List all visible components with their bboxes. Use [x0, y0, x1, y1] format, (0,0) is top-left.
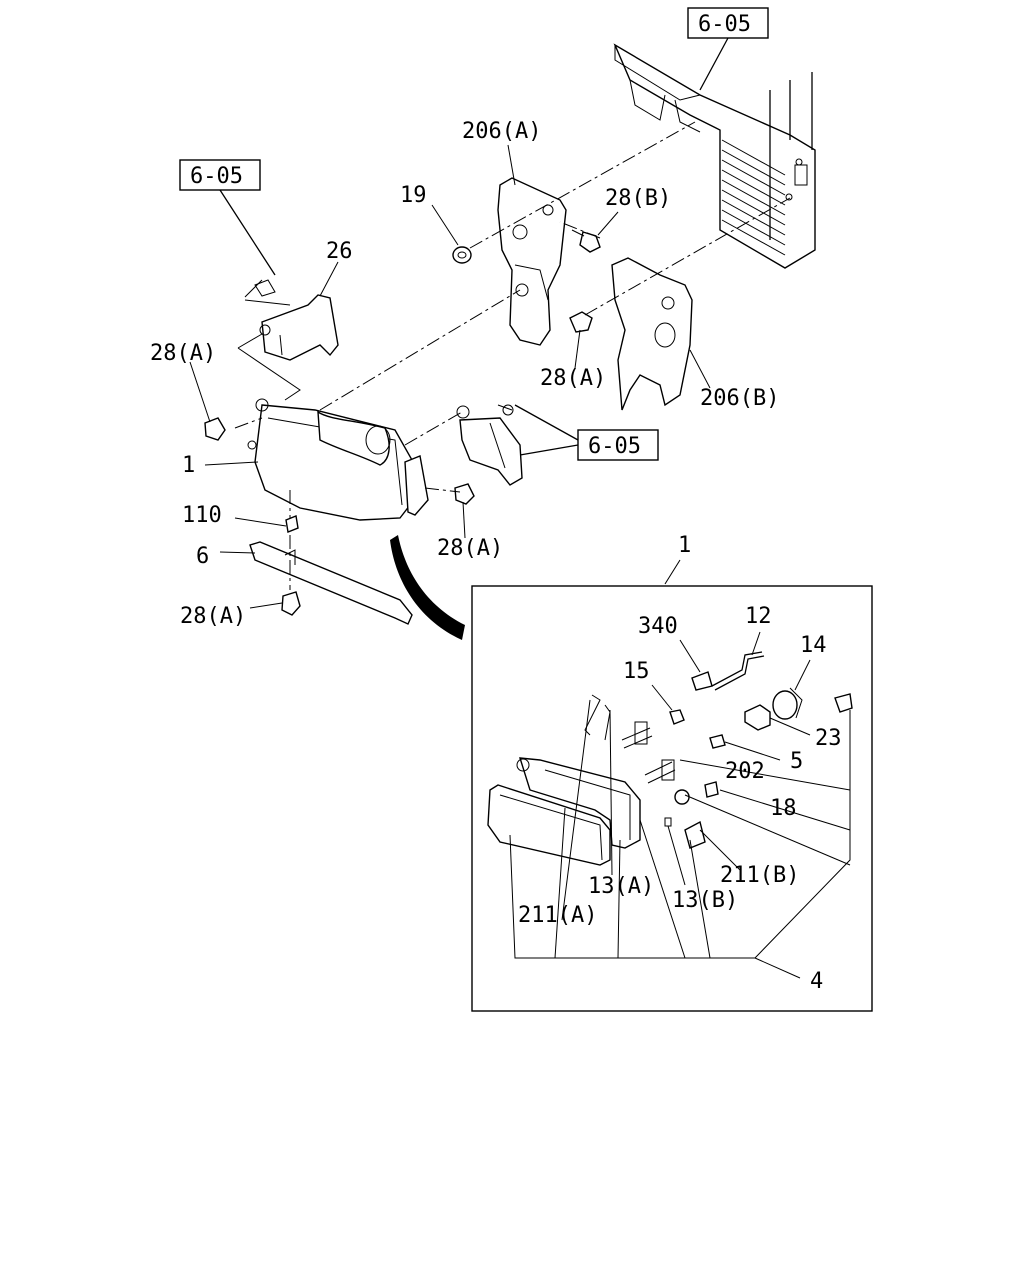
callout-28b: 28(B): [605, 186, 671, 211]
callout-211b: 211(B): [720, 863, 799, 888]
fog-lamp-assembly: [247, 398, 429, 521]
detail-wire-12: [711, 651, 765, 691]
callout-1-main: 1: [182, 453, 195, 478]
callout-5: 5: [790, 749, 803, 774]
callout-13b: 13(B): [672, 888, 738, 913]
svg-text:6-05: 6-05: [588, 434, 641, 459]
detail-leader-lines: [509, 559, 851, 979]
detail-pin-13b: [664, 817, 672, 827]
callout-28a-bottom: 28(A): [180, 604, 246, 629]
bolt-28b: [571, 229, 601, 253]
callout-28a-lower: 28(A): [437, 536, 503, 561]
detail-arrow: [390, 535, 465, 640]
callout-23: 23: [815, 726, 842, 751]
callout-211a: 211(A): [518, 903, 597, 928]
callout-6: 6: [196, 544, 209, 569]
radiator-grille: [613, 43, 816, 269]
callout-1-detail: 1: [678, 533, 691, 558]
callout-14: 14: [800, 633, 827, 658]
detail-springs-13a: [584, 694, 611, 741]
detail-box: [471, 585, 873, 1012]
detail-washer: [674, 789, 690, 805]
bolt-28a-lower: [454, 483, 475, 505]
alignment-lines: [234, 121, 791, 590]
reference-box-right: 6-05: [514, 404, 659, 461]
callout-19: 19: [400, 183, 427, 208]
bracket-26: [237, 279, 339, 401]
callout-13a: 13(A): [588, 874, 654, 899]
callout-206a: 206(A): [462, 119, 541, 144]
callout-202: 202: [725, 759, 765, 784]
nut-19: [452, 246, 472, 264]
bolt-28a-upper-left: [204, 417, 226, 441]
bracket-206b: [611, 257, 693, 411]
callout-110: 110: [182, 503, 222, 528]
detail-nut-18: [704, 781, 719, 798]
detail-connector-340: [691, 671, 713, 691]
callout-4: 4: [810, 969, 823, 994]
callout-340: 340: [638, 614, 678, 639]
detail-screw-top-right: [834, 693, 853, 713]
bracket-206a: [497, 177, 567, 346]
detail-screw-5: [709, 734, 726, 749]
detail-clip-211b: [684, 820, 706, 849]
callout-28a-bracket: 28(A): [540, 366, 606, 391]
reference-box-left: 6-05: [179, 159, 276, 276]
detail-socket-14: [772, 687, 803, 720]
bolt-28a-bottom: [281, 591, 301, 616]
detail-cap-15: [669, 709, 685, 725]
svg-text:6-05: 6-05: [698, 12, 751, 37]
bolt-28a-bracket: [569, 311, 593, 333]
callout-28a-upper-left: 28(A): [150, 341, 216, 366]
detail-bulb-23: [744, 704, 771, 731]
detail-fog-lamp: [487, 757, 641, 866]
main-leader-lines: [189, 144, 711, 609]
callout-12: 12: [745, 604, 772, 629]
mounting-bracket-right: [456, 404, 523, 486]
svg-text:6-05: 6-05: [190, 164, 243, 189]
callout-26: 26: [326, 239, 353, 264]
callout-15: 15: [623, 659, 650, 684]
detail-screws-202: [621, 721, 676, 784]
clip-110: [285, 515, 299, 533]
reference-box-top: 6-05: [687, 7, 769, 91]
callout-206b: 206(B): [700, 386, 779, 411]
callout-18: 18: [770, 796, 797, 821]
reinforcement-plate-6: [249, 541, 413, 625]
